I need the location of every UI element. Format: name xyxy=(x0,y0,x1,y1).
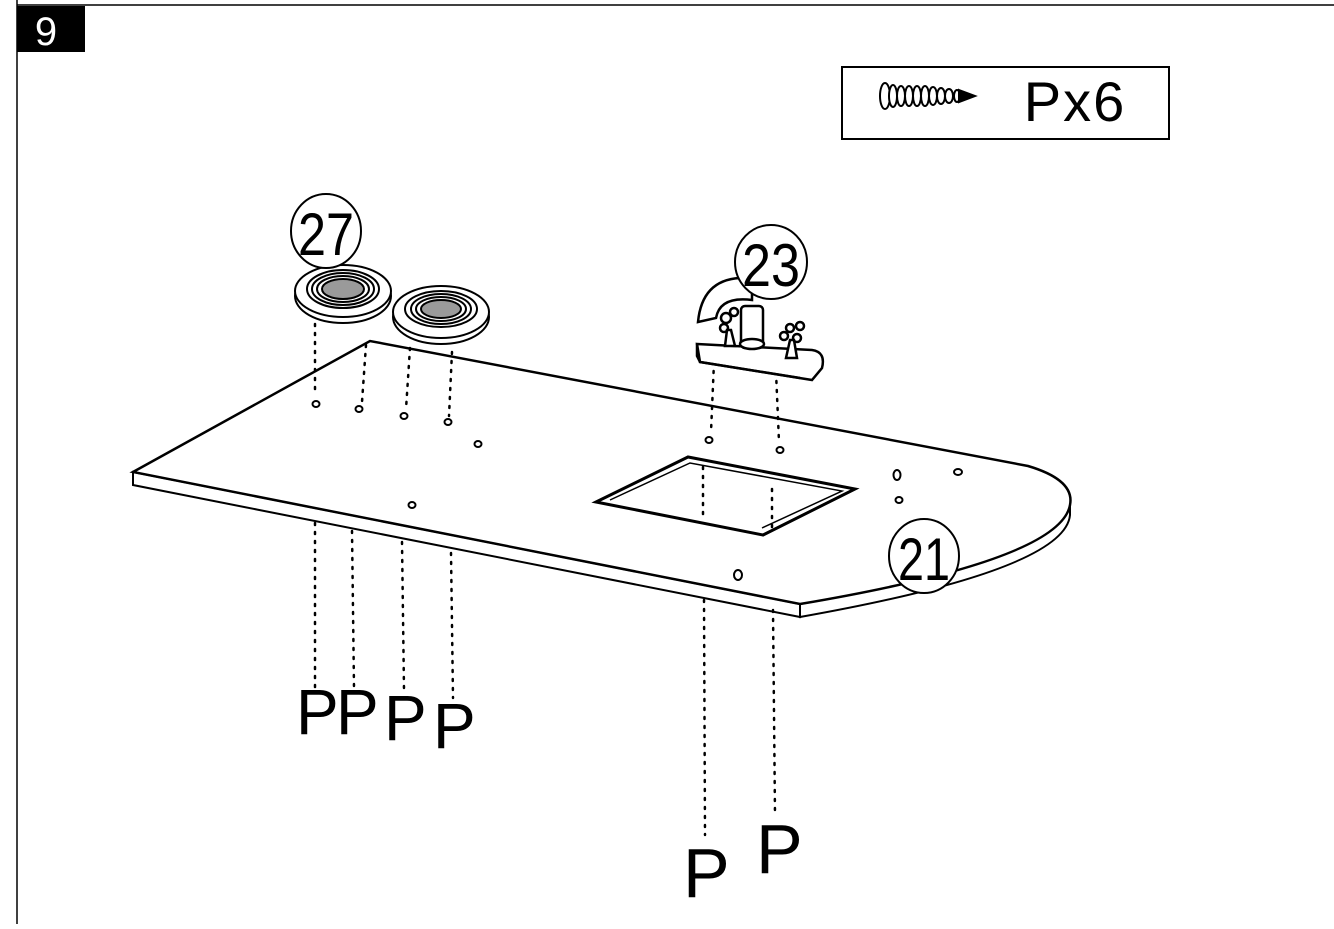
screw-label: P xyxy=(384,682,427,754)
grommet-right xyxy=(392,285,490,345)
part-number-grommet: 27 xyxy=(298,201,354,268)
faucet-handle-left xyxy=(718,306,740,348)
part-callouts: 27 23 21 xyxy=(290,193,960,594)
hardware-box: Px6 xyxy=(841,66,1170,140)
callout-grommet: 27 xyxy=(290,193,362,269)
screw-icon xyxy=(879,82,978,110)
screw-label: P xyxy=(683,834,730,912)
faucet-part xyxy=(695,276,825,382)
page-frame xyxy=(16,0,1334,924)
callout-faucet: 23 xyxy=(734,224,808,300)
dotted-guides xyxy=(313,322,781,837)
screw-label: P xyxy=(296,676,339,748)
grommet-left xyxy=(294,264,392,324)
screw-label: P xyxy=(756,810,803,888)
callout-countertop: 21 xyxy=(888,518,960,594)
screw-label: P xyxy=(336,676,379,748)
screw-holes xyxy=(311,400,963,581)
step-badge: 9 xyxy=(17,6,85,54)
part-number-faucet: 23 xyxy=(742,232,800,299)
part-number-countertop: 21 xyxy=(898,526,950,593)
screw-label: P xyxy=(433,690,476,762)
faucet-base xyxy=(695,342,825,382)
step-number: 9 xyxy=(35,10,57,54)
screw-labels: P P P P P P xyxy=(296,676,803,912)
hardware-count-label: Px6 xyxy=(1024,70,1127,133)
faucet-handle-right xyxy=(778,320,806,360)
grommet-part xyxy=(294,264,490,345)
